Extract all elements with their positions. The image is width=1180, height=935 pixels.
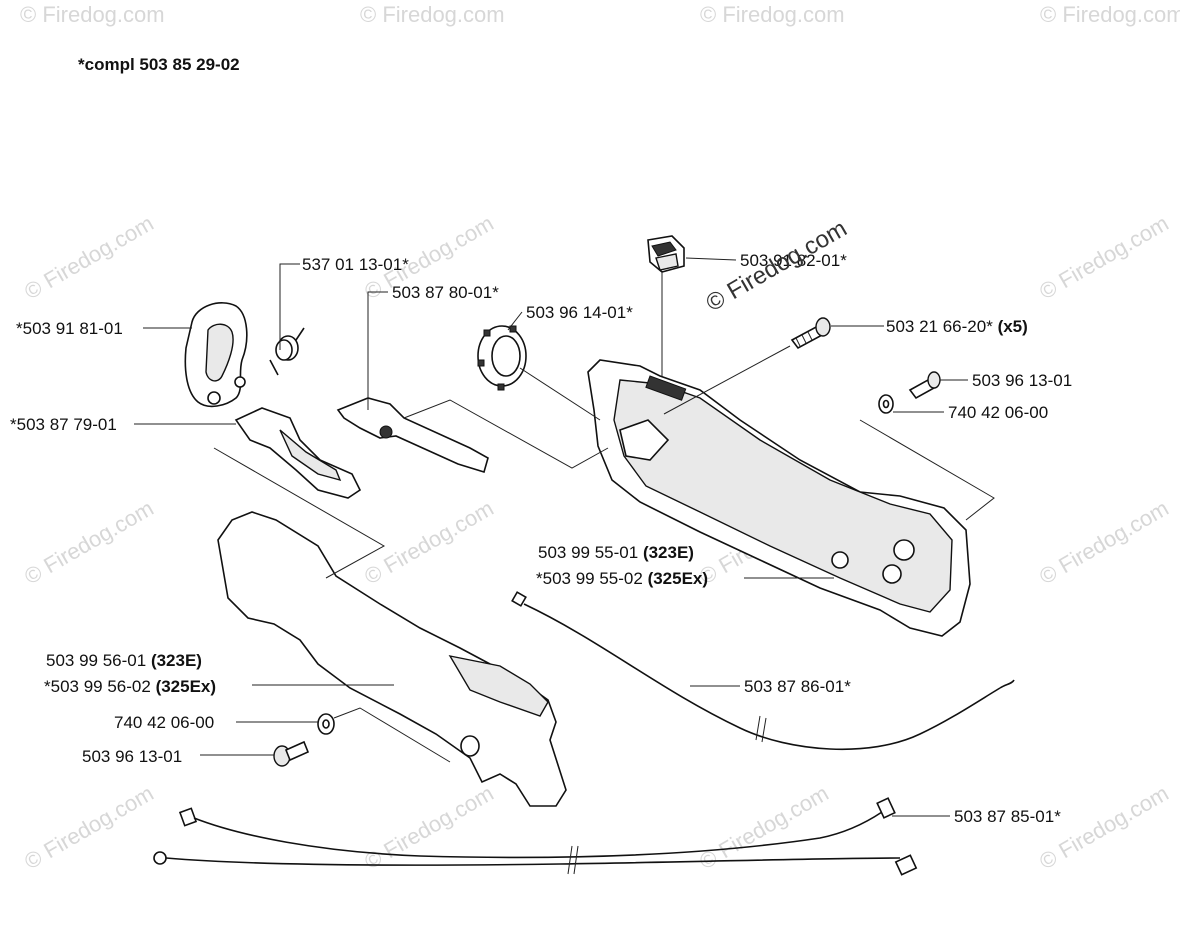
- leader-lines: [134, 257, 995, 817]
- watermark: © Firedog.com: [360, 2, 505, 27]
- watermark: © Firedog.com: [1035, 495, 1173, 589]
- assembly-title: *compl 503 85 29-02: [78, 55, 240, 74]
- part-label-503-99-55-01: 503 99 55-01 (323E): [538, 543, 694, 562]
- upper-handle-part: [587, 359, 971, 637]
- bracket-part: [184, 302, 248, 408]
- part-label-503-87-85-01: 503 87 85-01*: [954, 807, 1061, 826]
- watermark: © Firedog.com: [1035, 780, 1173, 874]
- lock-lever-part: [336, 397, 489, 474]
- part-label-503-91-81-01: *503 91 81-01: [16, 319, 123, 338]
- part-label-503-96-13-01-left: 503 96 13-01: [82, 747, 182, 766]
- screw-washer-left: [273, 713, 335, 767]
- part-label-503-21-66-20: 503 21 66-20* (x5): [886, 317, 1028, 336]
- watermark: © Firedog.com: [700, 2, 845, 27]
- part-label-503-99-56-01: 503 99 56-01 (323E): [46, 651, 202, 670]
- ring-part: [477, 325, 527, 391]
- watermark: © Firedog.com: [20, 2, 165, 27]
- part-label-503-96-14-01: 503 96 14-01*: [526, 303, 633, 322]
- part-label-740-42-06-00-left: 740 42 06-00: [114, 713, 214, 732]
- watermark: © Firedog.com: [20, 495, 158, 589]
- part-label-503-87-86-01: 503 87 86-01*: [744, 677, 851, 696]
- screw-part: [790, 317, 831, 350]
- part-label-503-96-13-01-right: 503 96 13-01: [972, 371, 1072, 390]
- part-label-503-91-82-01: 503 91 82-01*: [740, 251, 847, 270]
- spring-part: [269, 327, 305, 376]
- watermark: © Firedog.com: [20, 780, 158, 874]
- lower-handle-part: [217, 511, 567, 807]
- watermark: © Firedog.com: [20, 210, 158, 304]
- throttle-cable-part: [511, 591, 1015, 751]
- wire-harness-part: [153, 797, 918, 876]
- part-label-503-99-56-02: *503 99 56-02 (325Ex): [44, 677, 216, 696]
- part-label-537-01-13-01: 537 01 13-01*: [302, 255, 409, 274]
- watermark: © Firedog.com: [1035, 210, 1173, 304]
- switch-part: [647, 235, 685, 273]
- watermark: © Firedog.com: [1040, 2, 1180, 27]
- part-label-503-99-55-02: *503 99 55-02 (325Ex): [536, 569, 708, 588]
- part-label-503-87-79-01: *503 87 79-01: [10, 415, 117, 434]
- screw-washer-right: [878, 371, 941, 414]
- watermark: © Firedog.com: [360, 780, 498, 874]
- watermark: © Firedog.com: [360, 495, 498, 589]
- part-label-740-42-06-00-right: 740 42 06-00: [948, 403, 1048, 422]
- part-label-503-87-80-01: 503 87 80-01*: [392, 283, 499, 302]
- throttle-lever-part: [234, 407, 362, 499]
